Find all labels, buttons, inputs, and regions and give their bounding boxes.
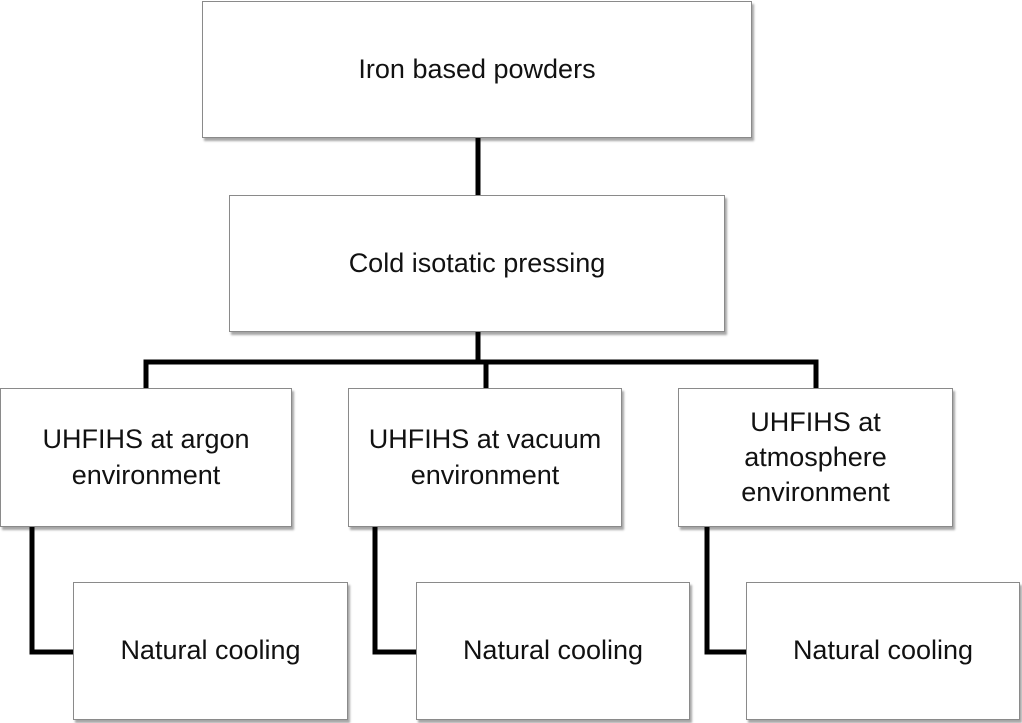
box-label-line: UHFIHS at — [750, 406, 881, 437]
box-natural-cooling-3: Natural cooling — [746, 582, 1020, 720]
box-uhfihs-atmosphere: UHFIHS at atmosphere environment — [678, 388, 953, 527]
box-iron-based-powders: Iron based powders — [202, 1, 752, 138]
connector-branch-1-to-cooling — [29, 524, 76, 655]
box-label-line: atmosphere — [744, 441, 887, 472]
box-label-line: environment — [410, 459, 560, 490]
box-label-line: environment — [741, 477, 890, 508]
box-label: Cold isotatic pressing — [348, 247, 606, 278]
box-label-line: environment — [71, 459, 221, 490]
box-natural-cooling-2: Natural cooling — [416, 582, 690, 720]
box-label: Iron based powders — [358, 53, 596, 84]
box-label-line: UHFIHS at vacuum — [368, 424, 602, 455]
box-label: Natural cooling — [792, 635, 974, 666]
box-natural-cooling-1: Natural cooling — [73, 582, 348, 720]
box-cold-isotatic-pressing: Cold isotatic pressing — [229, 195, 725, 332]
connector-branch-3-to-cooling — [704, 524, 749, 655]
connector-branch-2-to-cooling — [372, 524, 419, 655]
box-uhfihs-vacuum: UHFIHS at vacuum environment — [348, 388, 622, 527]
box-uhfihs-argon: UHFIHS at argon environment — [0, 388, 292, 527]
box-label: Natural cooling — [120, 635, 301, 666]
box-label-line: UHFIHS at argon — [42, 424, 250, 455]
box-label: Natural cooling — [462, 635, 644, 666]
